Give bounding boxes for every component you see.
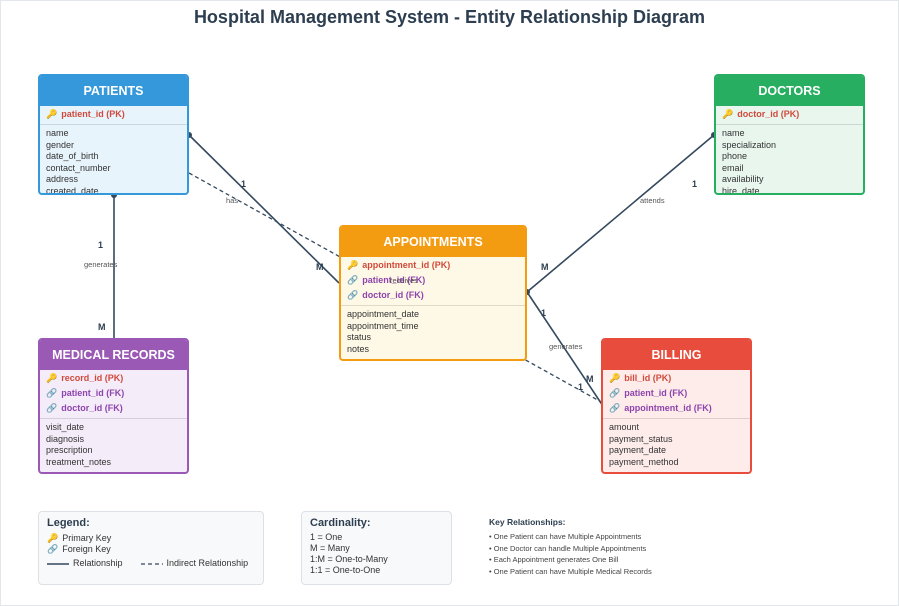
cardinality-label: 1 bbox=[578, 382, 584, 392]
attribute: status bbox=[347, 332, 372, 342]
cardinality-box: Cardinality: 1 = One M = Many 1:M = One-… bbox=[301, 511, 452, 585]
cardinality-label: 1 bbox=[692, 179, 698, 189]
primary-key-field: 🔑bill_id (PK) bbox=[609, 373, 672, 383]
attribute: availability bbox=[722, 174, 764, 184]
legend-line-row: Relationship Indirect Relationship bbox=[47, 558, 255, 569]
legend-indirect: Indirect Relationship bbox=[166, 558, 249, 568]
attribute: created_date bbox=[46, 185, 99, 195]
link-icon: 🔗 bbox=[347, 290, 359, 300]
key-relationship-item: • One Patient can have Multiple Appointm… bbox=[489, 532, 642, 541]
link-icon: 🔗 bbox=[47, 544, 59, 554]
attribute: prescription bbox=[46, 445, 93, 455]
attribute: name bbox=[46, 128, 69, 138]
dashed-line-icon bbox=[140, 562, 163, 565]
entity-medical-records[interactable]: MEDICAL RECORDS 🔑record_id (PK) 🔗patient… bbox=[38, 338, 189, 474]
attribute: specialization bbox=[722, 139, 777, 150]
rel-line-doctors-appointments bbox=[526, 134, 715, 293]
legend-relationship: Relationship bbox=[73, 558, 123, 568]
primary-key-field: 🔑appointment_id (PK) bbox=[347, 260, 451, 270]
attribute: address bbox=[46, 174, 79, 184]
relationship-label-receives: receives bbox=[390, 276, 418, 285]
legend-title: Legend: bbox=[47, 517, 90, 529]
attribute: appointment_time bbox=[347, 320, 419, 331]
entity-appointments[interactable]: APPOINTMENTS 🔑appointment_id (PK) 🔗patie… bbox=[339, 225, 527, 361]
cardinality-label: M bbox=[98, 322, 106, 332]
attribute: notes bbox=[347, 343, 370, 354]
attribute: treatment_notes bbox=[46, 456, 112, 467]
cardinality-item: 1 = One bbox=[310, 532, 343, 542]
primary-key-field: 🔑patient_id (PK) bbox=[46, 109, 125, 119]
rel-line-patients-appointments bbox=[188, 134, 340, 284]
entity-patients[interactable]: PATIENTS 🔑patient_id (PK) name gender da… bbox=[38, 74, 189, 195]
key-icon: 🔑 bbox=[46, 109, 58, 119]
relationship-label-generates: generates bbox=[84, 260, 118, 269]
key-icon: 🔑 bbox=[347, 260, 359, 270]
key-icon: 🔑 bbox=[722, 109, 734, 119]
attribute: hire_date bbox=[722, 185, 760, 195]
relationship-label-generates: generates bbox=[549, 342, 583, 351]
attribute: amount bbox=[609, 422, 640, 432]
attribute: visit_date bbox=[46, 422, 85, 432]
primary-key-field: 🔑record_id (PK) bbox=[46, 373, 124, 383]
key-icon: 🔑 bbox=[609, 373, 621, 383]
entity-header: PATIENTS bbox=[40, 76, 187, 106]
cardinality-label: 1 bbox=[241, 179, 247, 189]
page-title: Hospital Management System - Entity Rela… bbox=[193, 7, 706, 27]
attribute: payment_status bbox=[609, 433, 673, 444]
foreign-key-field: 🔗patient_id (FK) bbox=[609, 388, 688, 398]
cardinality-item: 1:1 = One-to-One bbox=[310, 565, 381, 575]
entity-header: BILLING bbox=[603, 340, 750, 370]
relationship-label-has: has bbox=[226, 196, 239, 205]
attribute: payment_date bbox=[609, 445, 667, 455]
link-icon: 🔗 bbox=[46, 403, 58, 413]
primary-key-field: 🔑doctor_id (PK) bbox=[722, 109, 800, 119]
link-icon: 🔗 bbox=[347, 275, 359, 285]
key-relationships-title: Key Relationships: bbox=[489, 517, 566, 527]
cardinality-title: Cardinality: bbox=[310, 517, 371, 529]
entity-header: MEDICAL RECORDS bbox=[40, 340, 187, 370]
attribute: diagnosis bbox=[46, 433, 85, 444]
entity-doctors[interactable]: DOCTORS 🔑doctor_id (PK) name specializat… bbox=[714, 74, 865, 195]
cardinality-label: M bbox=[541, 262, 549, 272]
attribute: appointment_date bbox=[347, 309, 420, 319]
cardinality-item: 1:M = One-to-Many bbox=[310, 554, 388, 564]
link-icon: 🔗 bbox=[609, 403, 621, 413]
entity-billing[interactable]: BILLING 🔑bill_id (PK) 🔗patient_id (FK) 🔗… bbox=[601, 338, 752, 474]
rel-line-patients-billing-indirect bbox=[188, 172, 604, 404]
foreign-key-field: 🔗doctor_id (FK) bbox=[347, 290, 424, 300]
legend-box: Legend: 🔑Primary Key 🔗Foreign Key Relati… bbox=[38, 511, 264, 585]
attribute: name bbox=[722, 128, 745, 138]
relationship-label-attends: attends bbox=[640, 196, 665, 205]
legend-foreign-key: 🔗Foreign Key bbox=[47, 544, 111, 554]
cardinality-label: M bbox=[316, 262, 324, 272]
attribute: phone bbox=[722, 151, 748, 161]
attribute: payment_method bbox=[609, 456, 679, 467]
legend-primary-key: 🔑Primary Key bbox=[47, 533, 112, 543]
cardinality-label: 1 bbox=[541, 308, 547, 318]
solid-line-icon bbox=[47, 562, 69, 565]
attribute: email bbox=[722, 162, 744, 173]
rel-line-appointments-billing bbox=[526, 291, 604, 407]
key-relationship-item: • One Patient can have Multiple Medical … bbox=[489, 566, 652, 576]
key-relationship-item: • One Doctor can handle Multiple Appoint… bbox=[489, 543, 647, 553]
cardinality-label: M bbox=[586, 374, 594, 384]
attribute: contact_number bbox=[46, 162, 111, 173]
key-icon: 🔑 bbox=[46, 373, 58, 383]
entity-header: APPOINTMENTS bbox=[341, 227, 525, 257]
key-icon: 🔑 bbox=[47, 533, 59, 543]
key-relationship-item: • Each Appointment generates One Bill bbox=[489, 555, 619, 564]
foreign-key-field: 🔗appointment_id (FK) bbox=[609, 403, 712, 413]
cardinality-item: M = Many bbox=[310, 543, 350, 553]
key-relationships: Key Relationships: • One Patient can hav… bbox=[489, 517, 749, 577]
link-icon: 🔗 bbox=[609, 388, 621, 398]
foreign-key-field: 🔗patient_id (FK) bbox=[46, 388, 125, 398]
foreign-key-field: 🔗doctor_id (FK) bbox=[46, 403, 123, 413]
attribute: date_of_birth bbox=[46, 151, 99, 161]
cardinality-label: 1 bbox=[98, 240, 104, 250]
attribute: gender bbox=[46, 139, 75, 150]
link-icon: 🔗 bbox=[46, 388, 58, 398]
foreign-key-field: 🔗patient_id (FK) bbox=[347, 275, 426, 285]
entity-header: DOCTORS bbox=[716, 76, 863, 106]
